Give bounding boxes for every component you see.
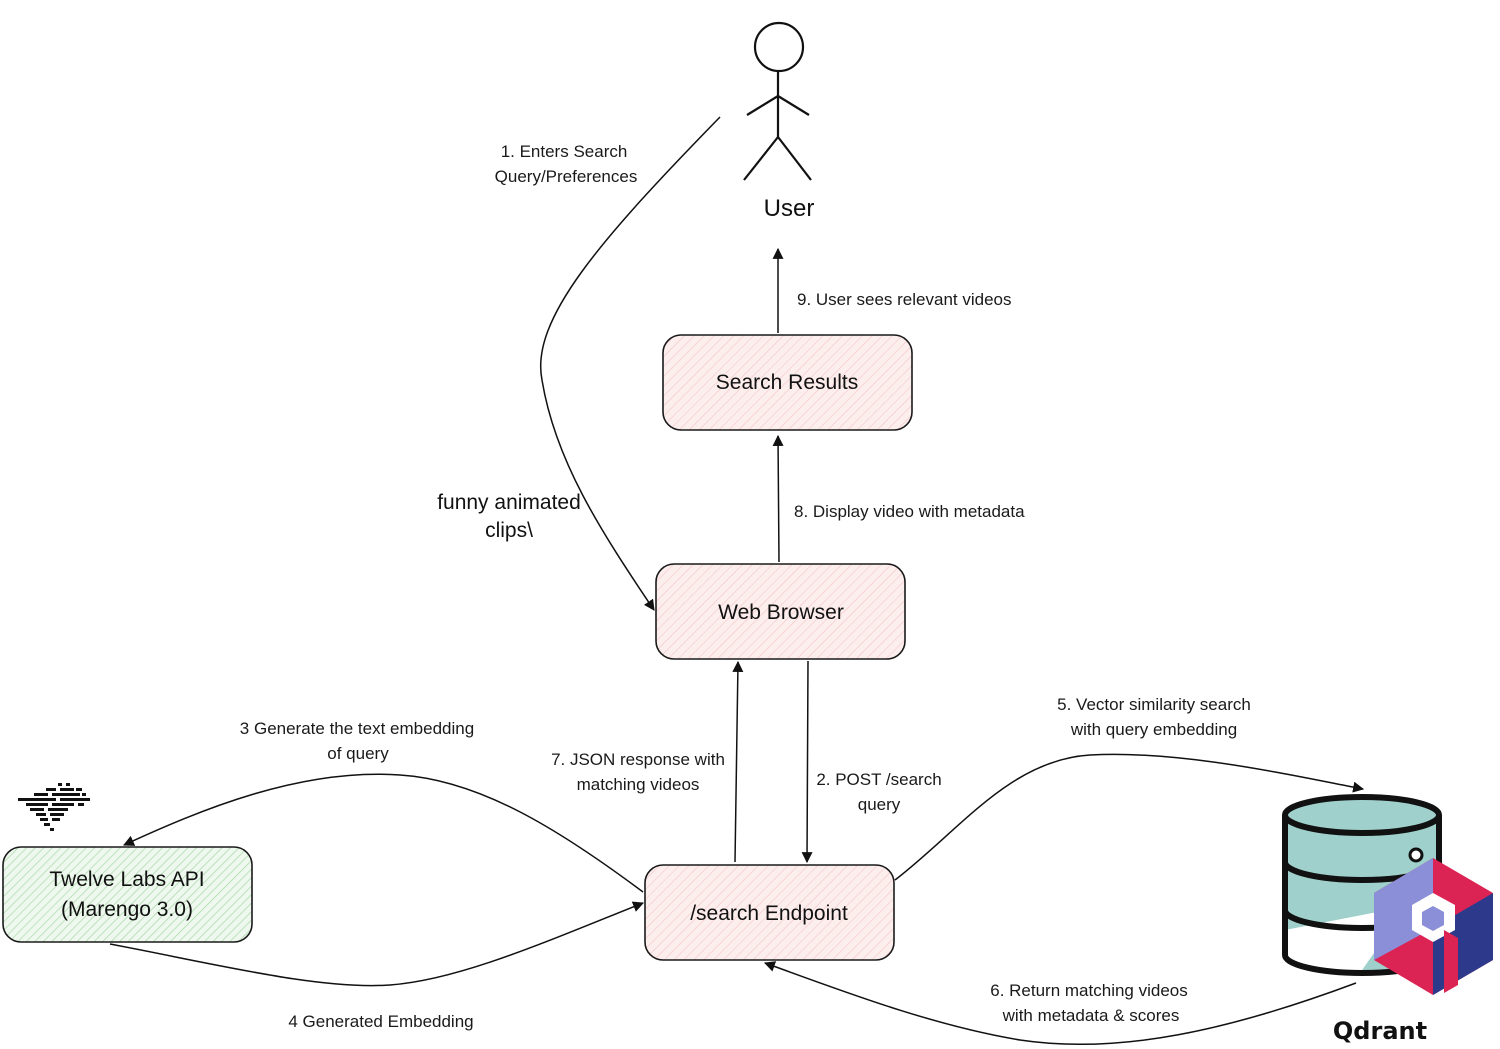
user-arm-left: [746, 95, 779, 116]
user-label: User: [764, 195, 815, 222]
node-search-endpoint: /search Endpoint: [644, 864, 895, 961]
edge-label-5-line1: 5. Vector similarity search: [1057, 695, 1251, 714]
edge-label-2-line1: 2. POST /search: [816, 770, 941, 789]
edge-label-3-line1: 3 Generate the text embedding: [240, 719, 474, 738]
qdrant-logo-icon: [1374, 858, 1493, 995]
qdrant-label: Qdrant: [1333, 1017, 1427, 1045]
edge-label-9: 9. User sees relevant videos: [797, 290, 1012, 309]
edge-label-4: 4 Generated Embedding: [288, 1012, 473, 1031]
user-arm-right: [777, 95, 810, 116]
search-endpoint-label: /search Endpoint: [690, 902, 848, 925]
edge-label-8: 8. Display video with metadata: [794, 502, 1025, 521]
edge-endpoint-to-qdrant: [894, 753, 1365, 881]
twelve-labs-label-line1: Twelve Labs API: [49, 868, 204, 891]
edge-label-2-line2: query: [858, 795, 901, 814]
edge-user-to-browser: [540, 116, 721, 611]
edge-label-7-line2: matching videos: [577, 775, 700, 794]
edge-label-6-line2: with metadata & scores: [1002, 1006, 1180, 1025]
twelve-labs-logo-icon: [18, 783, 90, 831]
edge-qdrant-to-endpoint: [763, 961, 1357, 1046]
search-results-label: Search Results: [716, 371, 858, 394]
node-twelve-labs-api: Twelve Labs API (Marengo 3.0): [2, 846, 253, 943]
edge-endpoint-to-browser: [732, 660, 744, 863]
edge-endpoint-to-twelve-labs: [123, 773, 644, 893]
edge-label-5-line2: with query embedding: [1070, 720, 1237, 739]
edge-twelve-labs-to-endpoint: [109, 901, 645, 987]
node-web-browser: Web Browser: [655, 563, 906, 660]
edge-browser-to-endpoint: [801, 660, 813, 864]
node-search-results: Search Results: [662, 334, 913, 431]
example-query-line1: funny animated: [437, 491, 581, 514]
user-actor: User: [743, 21, 815, 222]
twelve-labs-label-line2: (Marengo 3.0): [61, 898, 193, 921]
edge-label-6-line1: 6. Return matching videos: [990, 981, 1188, 1000]
user-leg-left: [743, 136, 779, 181]
edge-label-1-line2: Query/Preferences: [495, 167, 638, 186]
edge-label-7-line1: 7. JSON response with: [551, 750, 725, 769]
edge-label-3-line2: of query: [327, 744, 389, 763]
edge-label-1-line1: 1. Enters Search: [501, 142, 628, 161]
edge-browser-to-results: [772, 434, 784, 563]
user-head: [753, 21, 805, 73]
user-leg-right: [777, 136, 812, 181]
example-query-line2: clips\: [485, 519, 533, 542]
web-browser-label: Web Browser: [718, 601, 844, 624]
